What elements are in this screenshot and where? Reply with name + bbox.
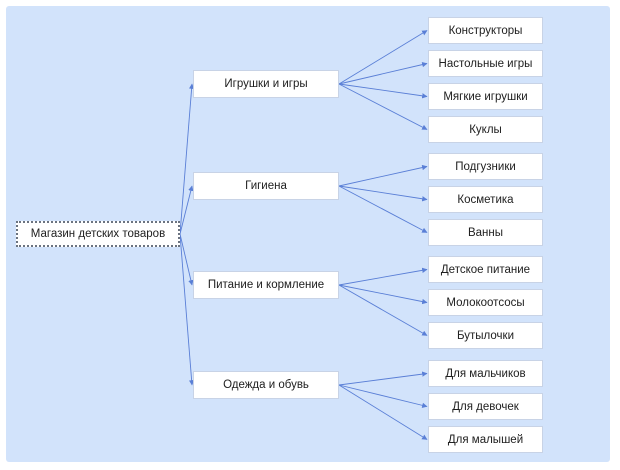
- leaf-node-bottles: Бутылочки: [428, 322, 543, 349]
- leaf-node-for-toddlers: Для малышей: [428, 426, 543, 453]
- category-node-hygiene: Гигиена: [193, 172, 339, 200]
- category-node-toys-and-games: Игрушки и игры: [193, 70, 339, 98]
- category-node-food-and-feeding: Питание и кормление: [193, 271, 339, 299]
- category-node-clothes-and-shoes: Одежда и обувь: [193, 371, 339, 399]
- leaf-node-breast-pumps: Молокоотсосы: [428, 289, 543, 316]
- leaf-node-baths: Ванны: [428, 219, 543, 246]
- leaf-node-cosmetics: Косметика: [428, 186, 543, 213]
- leaf-node-baby-food: Детское питание: [428, 256, 543, 283]
- leaf-node-board-games: Настольные игры: [428, 50, 543, 77]
- leaf-node-constructors: Конструкторы: [428, 17, 543, 44]
- leaf-node-diapers: Подгузники: [428, 153, 543, 180]
- root-node: Магазин детских товаров: [16, 221, 180, 247]
- leaf-node-for-boys: Для мальчиков: [428, 360, 543, 387]
- leaf-node-soft-toys: Мягкие игрушки: [428, 83, 543, 110]
- leaf-node-for-girls: Для девочек: [428, 393, 543, 420]
- leaf-node-dolls: Куклы: [428, 116, 543, 143]
